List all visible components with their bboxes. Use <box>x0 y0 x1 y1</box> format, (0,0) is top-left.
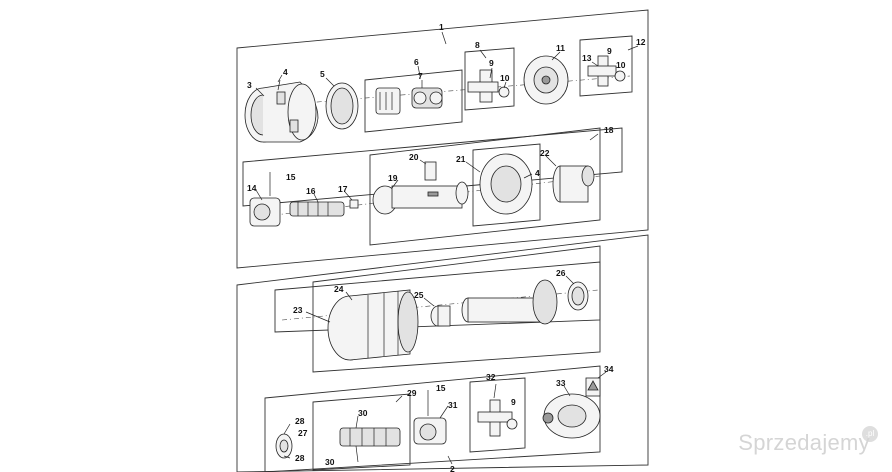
part-label: 32 <box>486 372 496 382</box>
part-label: 14 <box>247 183 257 193</box>
part-label: 10 <box>616 60 626 70</box>
part-label: 10 <box>500 73 510 83</box>
part-label: 26 <box>556 268 566 278</box>
part-number-labels: 1 2 3 4 4 5 6 7 8 9 9 9 10 10 11 12 13 1… <box>247 22 646 472</box>
part-label: 9 <box>511 397 516 407</box>
part-label: 4 <box>535 168 540 178</box>
leader-lines <box>255 31 639 465</box>
part-label: 3 <box>247 80 252 90</box>
part-32-cross <box>477 399 518 437</box>
part-label: 1 <box>439 22 444 32</box>
part-33-cone <box>542 393 601 439</box>
part-label: 8 <box>475 40 480 50</box>
part-label: 25 <box>414 290 424 300</box>
part-11-flange <box>523 55 569 105</box>
part-label: 19 <box>388 173 398 183</box>
part-30-spline <box>339 427 401 447</box>
part-label: 5 <box>320 69 325 79</box>
part-7-cross-kit <box>375 87 443 115</box>
part-label: 28 <box>295 416 305 426</box>
part-label: 22 <box>540 148 550 158</box>
part-label: 34 <box>604 364 614 374</box>
part-3-housing <box>244 79 319 143</box>
part-12-cross <box>587 55 626 87</box>
part-label: 33 <box>556 378 566 388</box>
watermark-text: Sprzedajemy <box>738 430 870 455</box>
part-label: 24 <box>334 284 344 294</box>
part-5-ring <box>325 82 359 130</box>
watermark-badge: .pl <box>862 426 878 442</box>
part-label: 6 <box>414 57 419 67</box>
part-label: 28 <box>295 453 305 463</box>
part-label: 9 <box>607 46 612 56</box>
part-label: 12 <box>636 37 646 47</box>
part-label: 27 <box>298 428 308 438</box>
assembly-2-frame <box>236 234 649 472</box>
part-8-cross <box>467 69 510 103</box>
part-label: 2 <box>450 464 455 472</box>
part-label: 17 <box>338 184 348 194</box>
part-21-guard <box>479 153 533 215</box>
part-22-cone <box>552 165 595 203</box>
part-label: 15 <box>286 172 296 182</box>
part-label: 23 <box>293 305 303 315</box>
part-label: 4 <box>283 67 288 77</box>
part-label: 21 <box>456 154 466 164</box>
part-label: 16 <box>306 186 316 196</box>
part-25-ring <box>430 305 451 327</box>
part-label: 31 <box>448 400 458 410</box>
part-24-tube <box>461 279 558 325</box>
part-label: 30 <box>358 408 368 418</box>
part-34-warning-label <box>585 377 601 397</box>
part-31-yoke <box>413 390 447 445</box>
part-label: 15 <box>436 383 446 393</box>
part-label: 29 <box>407 388 417 398</box>
part-14-yoke <box>249 172 281 227</box>
part-label: 7 <box>418 71 423 81</box>
part-24-bellows <box>327 289 419 361</box>
part-label: 11 <box>556 43 565 53</box>
part-16-spline-shaft <box>289 199 359 217</box>
part-label: 18 <box>604 125 614 135</box>
part-19-tube <box>372 161 469 215</box>
part-27-yoke <box>275 433 293 459</box>
part-label: 9 <box>489 58 494 68</box>
part-label: 13 <box>582 53 592 63</box>
part-26-bearing-ring <box>567 281 589 311</box>
part-label: 30 <box>325 457 335 467</box>
part-label: 20 <box>409 152 419 162</box>
